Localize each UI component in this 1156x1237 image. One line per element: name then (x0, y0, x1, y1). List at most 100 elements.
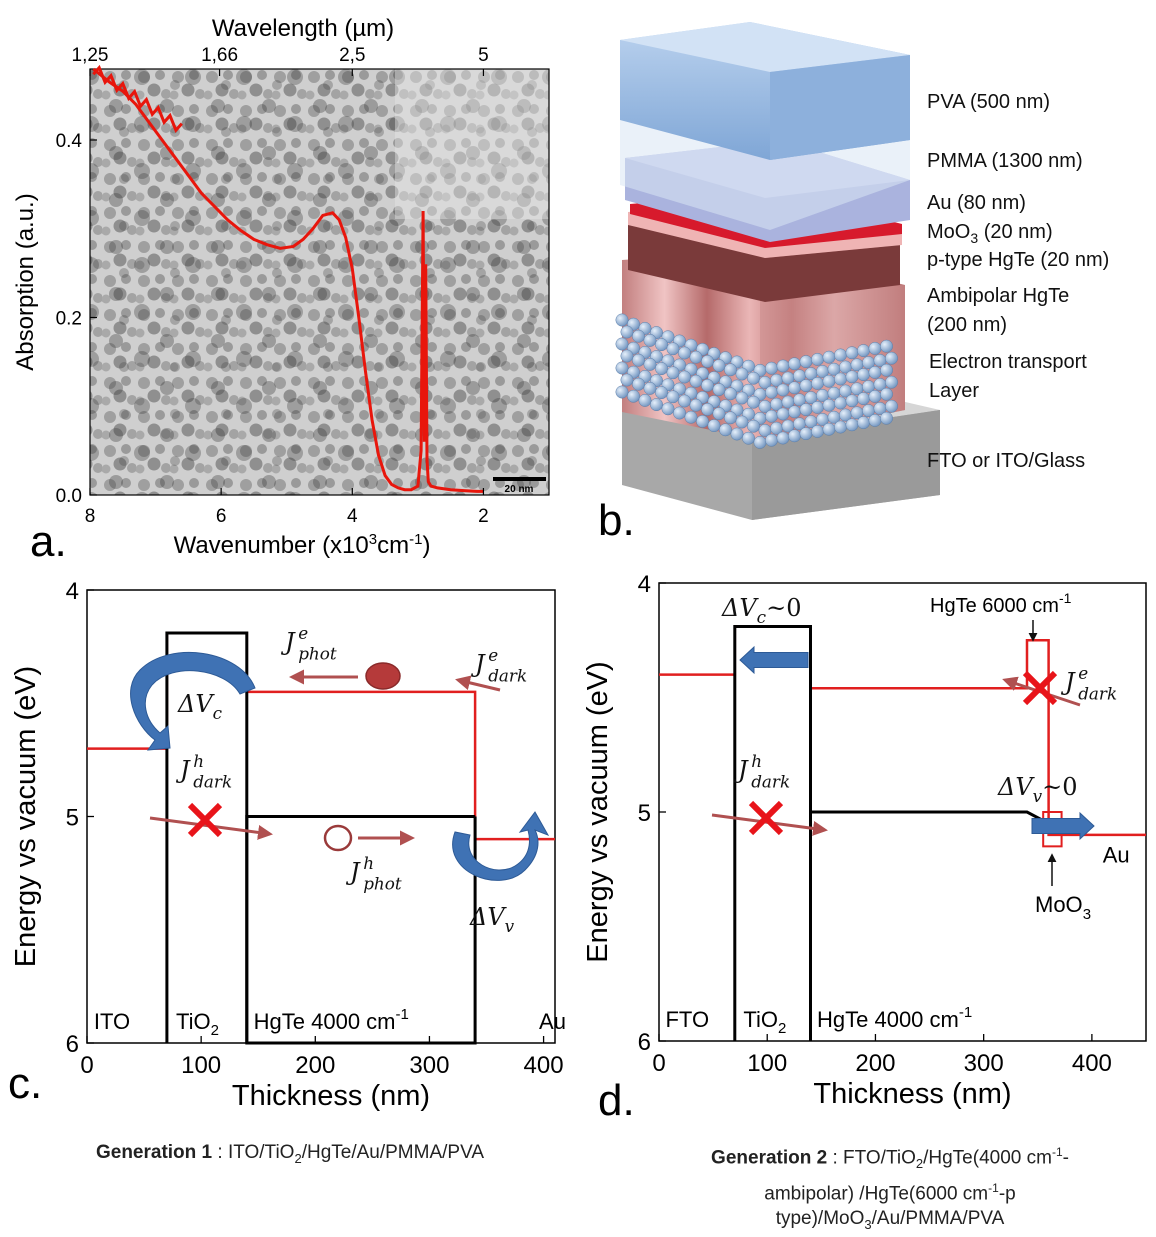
current-label: ΔVc~0 (721, 594, 801, 627)
current-label: ΔVv~0 (997, 773, 1078, 806)
etl-particle (719, 423, 732, 437)
etl-particle (834, 396, 847, 410)
layer-label-etl-l1: Electron transport (929, 351, 1087, 373)
etl-particle (880, 339, 893, 353)
layer-labels: PVA (500 nm) PMMA (1300 nm) Au (80 nm) M… (927, 91, 1109, 472)
delta-vc-arrow (739, 645, 809, 675)
electron (365, 662, 401, 690)
etl-particle (666, 342, 680, 356)
absorption-spectrum (92, 67, 484, 493)
region-label: FTO (665, 1007, 709, 1032)
etl-particle (788, 381, 801, 395)
panel-label-c: c. (8, 1059, 42, 1108)
etl-particle (673, 406, 686, 420)
x2-tick-label: 1,25 (72, 45, 109, 66)
x-tick-label: 100 (181, 1052, 221, 1079)
etl-particle (868, 365, 882, 379)
etl-particle (811, 352, 824, 366)
x-axis-title: Thickness (nm) (232, 1080, 430, 1112)
etl-particle (765, 361, 778, 375)
etl-particle (707, 419, 721, 433)
etl-particle (627, 389, 640, 403)
electron-dark-arrow (455, 675, 501, 692)
etl-particle (735, 391, 749, 405)
region-label: HgTe 4000 cm-1 (254, 1006, 409, 1034)
region-label: HgTe 4000 cm-1 (817, 1004, 972, 1032)
etl-particle (747, 395, 760, 409)
x-tick-label: 400 (524, 1052, 564, 1079)
etl-particle (615, 361, 629, 375)
x2-tick-label: 5 (478, 45, 489, 66)
etl-particle (701, 378, 714, 392)
etl-particle (776, 407, 790, 421)
etl-particle (788, 405, 801, 419)
x2-axis-title: Wavelength (µm) (212, 15, 394, 42)
x-axis-title: Wavenumber (x103cm-1) (174, 531, 431, 559)
band-conduction (659, 625, 1146, 837)
etl-particle (834, 372, 847, 386)
scale-bar-label: 20 nm (505, 484, 534, 495)
region-label: TiO2 (743, 1007, 786, 1037)
etl-particle (712, 407, 726, 421)
etl-particle (712, 383, 726, 397)
etl-particle (701, 354, 714, 368)
y-tick-label: 6 (638, 1029, 651, 1056)
etl-particle (689, 398, 703, 412)
layer-label-moo3: MoO3 (20 nm) (927, 221, 1053, 246)
x2-tick-label: 1,66 (201, 45, 238, 66)
hgte-6000-label: HgTe 6000 cm-1 (930, 590, 1072, 617)
blocked-mark (748, 800, 784, 836)
etl-particle (776, 431, 790, 445)
etl-particle (799, 355, 813, 369)
x-axis-title: Thickness (nm) (813, 1078, 1011, 1110)
panel-label-a: a. (30, 517, 67, 566)
etl-particle (615, 337, 629, 351)
layer-label-pmma: PMMA (1300 nm) (927, 150, 1083, 172)
x-tick-label: 4 (347, 506, 358, 527)
etl-particle (885, 375, 898, 389)
etl-particle (880, 411, 893, 425)
etl-particle (632, 329, 645, 343)
band-valence (165, 631, 477, 1045)
etl-particle (868, 341, 882, 355)
x-tick-label: 300 (964, 1050, 1004, 1077)
etl-nanoparticles (615, 313, 898, 449)
etl-particle (730, 427, 744, 441)
hole (323, 824, 353, 852)
current-label: ΔVc (177, 690, 223, 723)
layer-label-p-hgte: p-type HgTe (20 nm) (927, 249, 1109, 271)
y-tick-label: 6 (66, 1031, 79, 1058)
etl-particle (885, 351, 898, 365)
panel-b: PVA (500 nm) PMMA (1300 nm) Au (80 nm) M… (598, 22, 1109, 545)
etl-particle (643, 333, 657, 347)
etl-particle (788, 357, 801, 371)
x-tick-label: 6 (216, 506, 227, 527)
x-tick-label: 200 (855, 1050, 895, 1077)
etl-particle (811, 376, 824, 390)
panel-label-b: b. (598, 496, 635, 545)
etl-particle (747, 371, 760, 385)
etl-particle (620, 373, 634, 387)
etl-particle (776, 359, 790, 373)
etl-particle (765, 433, 778, 447)
etl-particle (724, 363, 737, 377)
etl-particle (632, 353, 645, 367)
etl-particle (666, 390, 680, 404)
etl-particle (799, 379, 813, 393)
y-tick-label: 5 (66, 805, 79, 832)
etl-particle (747, 419, 760, 433)
etl-particle (753, 435, 767, 449)
etl-particle (868, 389, 882, 403)
x-tick-label: 300 (409, 1052, 449, 1079)
etl-particle (655, 338, 668, 352)
etl-particle (857, 392, 870, 406)
blocked-mark (1022, 670, 1058, 706)
etl-particle (845, 418, 859, 432)
etl-particle (857, 416, 870, 430)
